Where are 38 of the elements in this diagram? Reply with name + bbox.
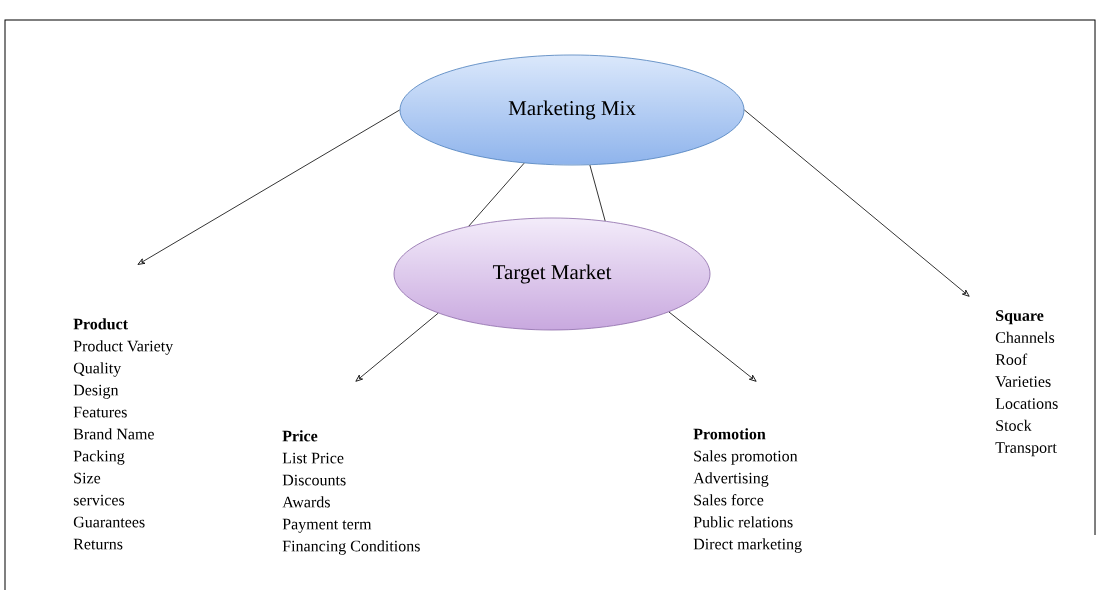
list-item: Sales force [694, 494, 764, 506]
list-item: Product Variety [73, 340, 174, 355]
list-item: Returns [73, 538, 123, 550]
list-heading: Price [282, 430, 318, 442]
list-item: Brand Name [73, 428, 154, 440]
list-item: Size [74, 472, 101, 484]
list-item: Stock [996, 419, 1032, 431]
list-item: Quality [73, 362, 122, 377]
list-item: Transport [995, 442, 1057, 457]
list-item: Channels [995, 331, 1055, 343]
list-item: Sales promotion [694, 450, 798, 465]
arrow [355, 312, 439, 382]
list-item: Design [73, 384, 119, 399]
list-item: Packing [73, 450, 125, 465]
list-item: List Price [282, 452, 344, 464]
list-item: Guarantees [73, 516, 145, 528]
list-item: Features [73, 406, 127, 418]
list-heading: Promotion [693, 428, 766, 440]
list-item: Awards [282, 496, 330, 508]
ellipse-node: Target Market [393, 217, 711, 331]
list-heading: Product [73, 318, 128, 330]
list-heading: Square [996, 310, 1044, 325]
list-item: Payment term [282, 518, 372, 533]
list-item: Roof [995, 353, 1028, 365]
list-item: Public relations [693, 516, 793, 528]
list-item: services [73, 494, 125, 506]
connector-line [589, 164, 606, 222]
list-item: Direct marketing [693, 538, 802, 553]
list-item: Varieties [995, 376, 1051, 388]
arrow [137, 109, 400, 265]
ellipse-node: Marketing Mix [399, 54, 745, 166]
arrow [744, 109, 970, 297]
list-item: Discounts [282, 474, 346, 486]
list-item: Advertising [693, 472, 769, 487]
list-item: Financing Conditions [282, 540, 420, 555]
list-item: Locations [995, 398, 1058, 409]
arrow [668, 311, 757, 382]
connector-line [468, 162, 525, 227]
